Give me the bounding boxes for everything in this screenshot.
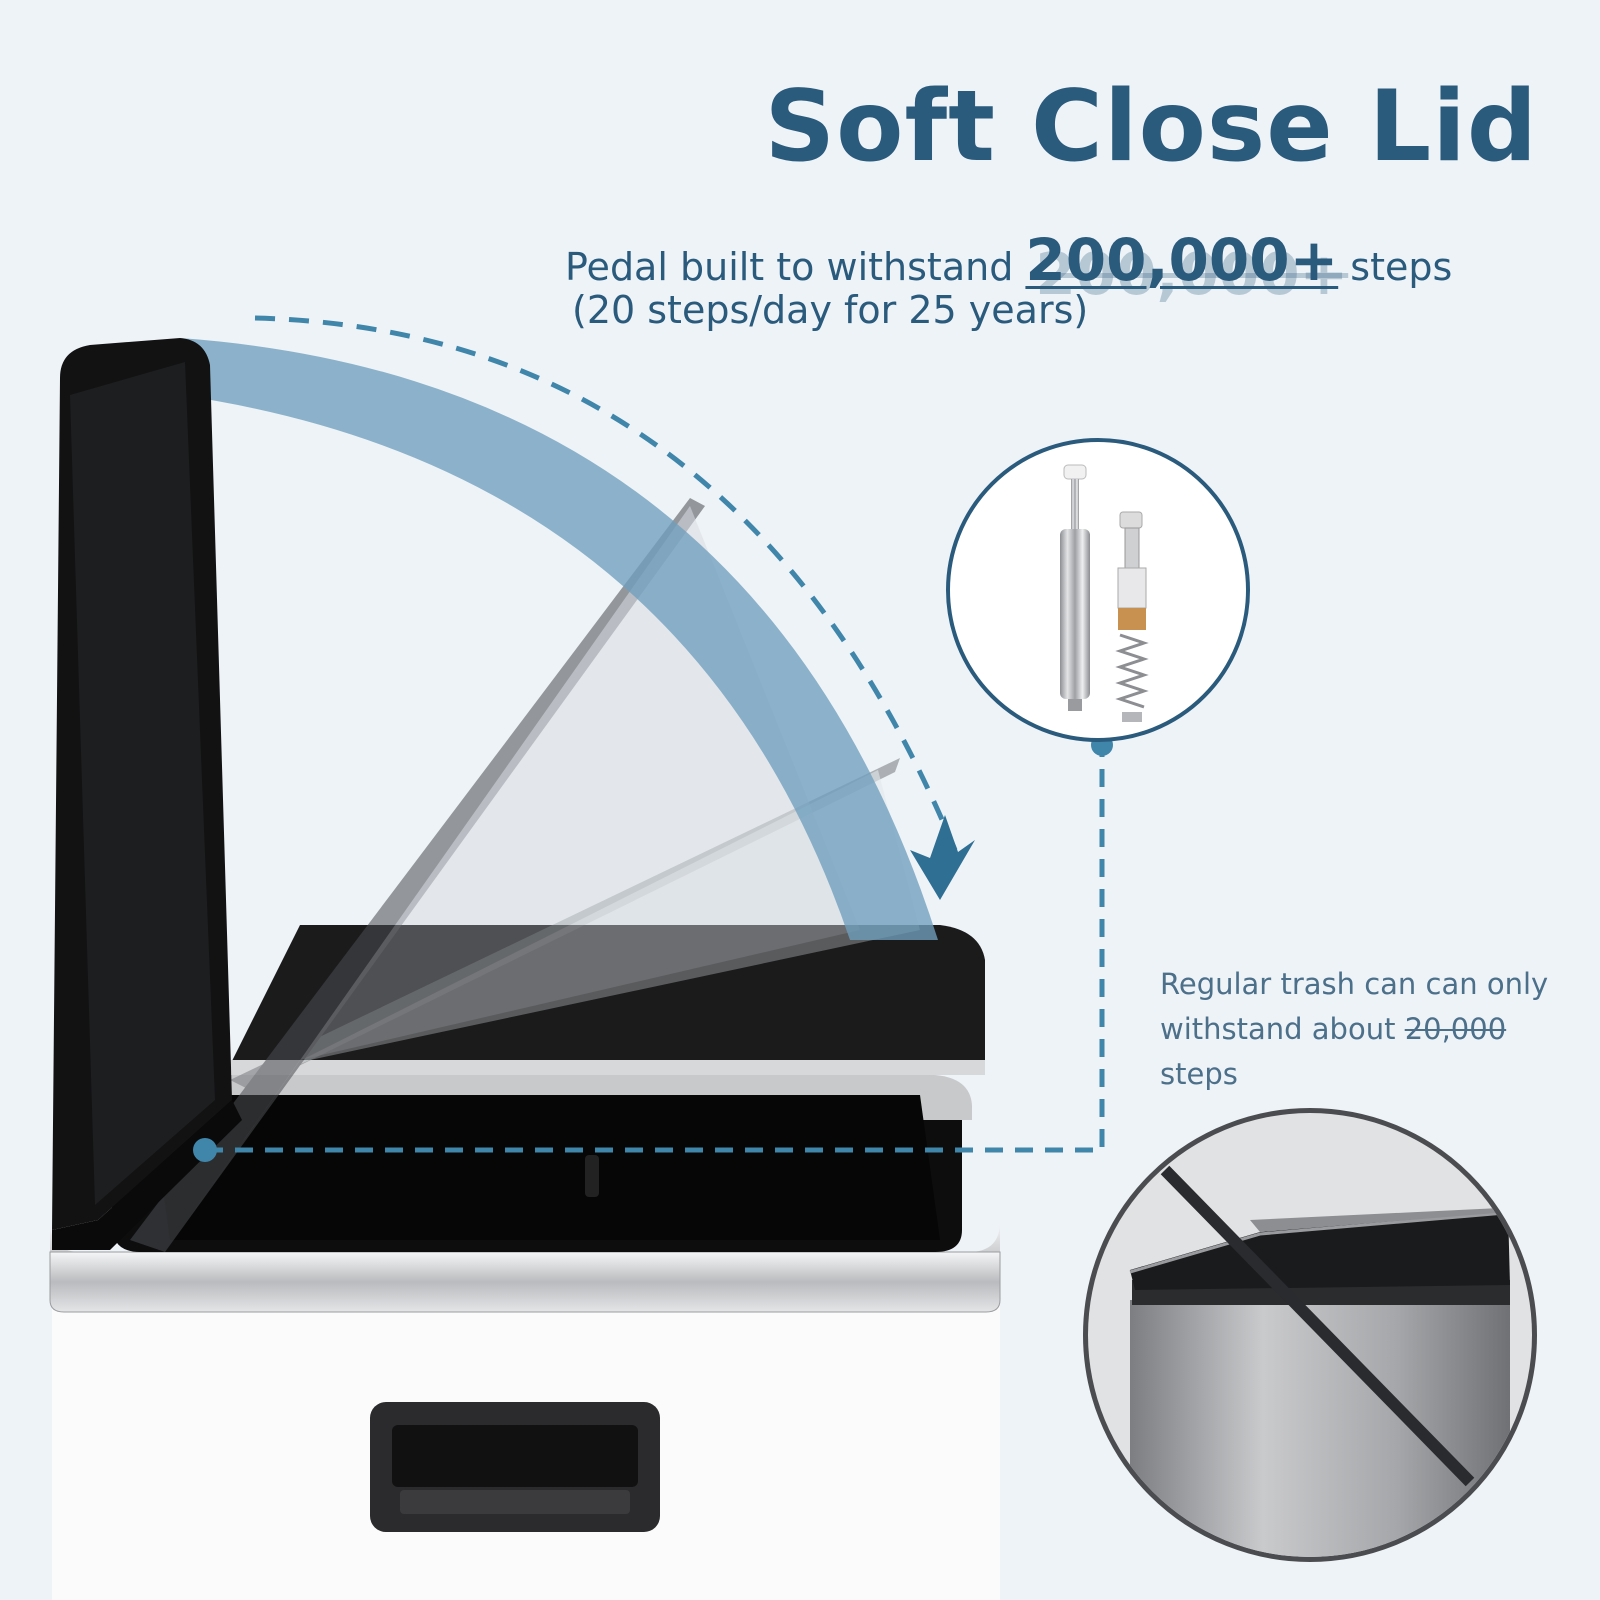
claim-prefix: Pedal built to withstand — [565, 245, 1014, 289]
motion-path-dashes — [254, 315, 958, 851]
prohibited-icon — [1160, 1165, 1475, 1487]
comparison-note: Regular trash can can only withstand abo… — [1160, 962, 1580, 1097]
claim-detail: (20 steps/day for 25 years) — [572, 288, 1089, 332]
closed-lid-ghost — [230, 925, 985, 1075]
durability-claim: Pedal built to withstand 200,000+200,000… — [565, 226, 1453, 308]
page-title: Soft Close Lid — [764, 70, 1538, 184]
open-lid — [52, 338, 242, 1250]
damper-icon — [946, 438, 1250, 742]
lid-motion-ghosts — [130, 498, 920, 1252]
trash-can-body — [49, 1222, 1001, 1600]
note-text-before: Regular trash can can only withstand abo… — [1160, 967, 1549, 1046]
regular-can-comparison — [1083, 1108, 1537, 1562]
handle-grip — [370, 1402, 660, 1532]
claim-suffix: steps — [1350, 245, 1453, 289]
note-strikethrough-number: 20,000 — [1404, 1012, 1507, 1046]
note-text-after: steps — [1160, 1057, 1238, 1091]
bin-opening — [112, 1075, 972, 1252]
claim-highlight-number: 200,000+200,000+ — [1025, 226, 1349, 308]
arc-swing-indicator — [180, 338, 938, 940]
arrow-down-icon — [910, 815, 975, 900]
